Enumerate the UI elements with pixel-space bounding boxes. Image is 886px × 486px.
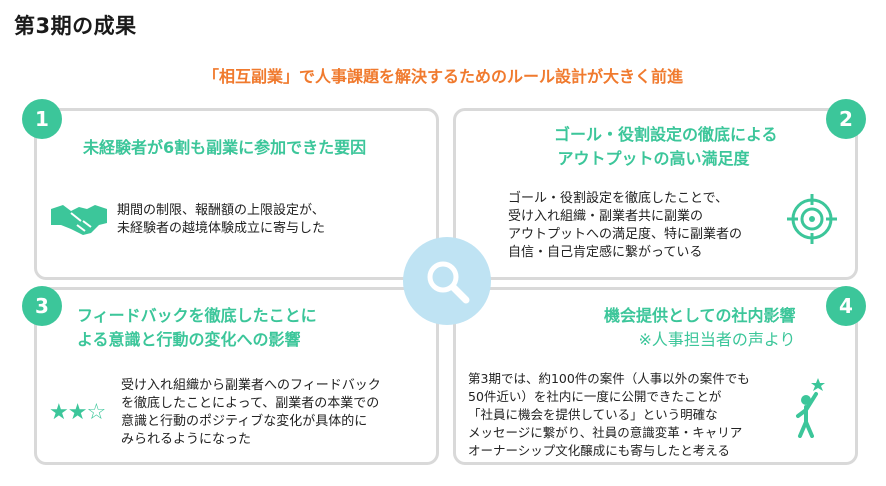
card-3-number-badge: 3 — [22, 286, 62, 326]
card-4-body-line: 「社員に機会を提供している」という明確な — [468, 407, 718, 422]
card-1-body: 期間の制限、報酬額の上限設定が、 未経験者の越境体験成立に寄与した — [117, 202, 325, 238]
card-3-body: 受け入れ組織から副業者へのフィードバック を徹底したことによって、副業者の本業で… — [121, 377, 381, 449]
card-4: 機会提供としての社内影響 ※人事担当者の声より 第3期では、約100件の案件（人… — [453, 287, 858, 465]
card-3-heading-line: よる意識と行動の変化への影響 — [77, 330, 301, 349]
card-4-heading: 機会提供としての社内影響 ※人事担当者の声より — [604, 304, 796, 352]
rating-stars-icon: ★★☆ — [49, 400, 106, 425]
card-3-body-line: みられるようになった — [121, 432, 252, 447]
card-3-heading-line: フィードバックを徹底したことに — [77, 306, 317, 325]
handshake-icon — [51, 205, 107, 235]
card-2: ゴール・役割設定の徹底による アウトプットの高い満足度 ゴール・役割設定を徹底し… — [453, 108, 858, 280]
card-4-number-badge: 4 — [826, 286, 866, 326]
card-1-heading: 未経験者が6割も副業に参加できた要因 — [83, 136, 366, 160]
card-4-body-line: 第3期では、約100件の案件（人事以外の案件でも — [468, 371, 750, 386]
card-4-heading-line: ※人事担当者の声より — [638, 330, 796, 349]
card-3-body-line: 意識と行動のポジティブな変化が具体的に — [121, 414, 368, 429]
card-1-body-line: 未経験者の越境体験成立に寄与した — [117, 221, 326, 236]
card-2-heading-line: アウトプットの高い満足度 — [557, 149, 750, 168]
card-2-heading: ゴール・役割設定の徹底による アウトプットの高い満足度 — [554, 123, 778, 171]
card-4-body-line: オーナーシップ文化醸成にも寄与したと考える — [468, 443, 730, 458]
card-3-heading: フィードバックを徹底したことに よる意識と行動の変化への影響 — [77, 304, 317, 352]
center-circle — [403, 237, 491, 325]
card-3-body-line: 受け入れ組織から副業者へのフィードバック — [121, 378, 381, 393]
card-2-body-line: ゴール・役割設定を徹底したことで、 — [508, 191, 729, 206]
card-4-body-line: 50件近い）を社内に一度に公開できたことが — [468, 389, 722, 404]
magnifier-icon — [427, 261, 470, 304]
card-3-body-line: を徹底したことによって、副業者の本業での — [121, 396, 380, 411]
card-4-body-line: メッセージに繋がり、社員の意識変革・キャリア — [468, 425, 743, 440]
card-2-number-badge: 2 — [826, 99, 866, 139]
card-1-number-badge: 1 — [22, 99, 62, 139]
card-1: 未経験者が6割も副業に参加できた要因 期間の制限、報酬額の上限設定が、 未経験者… — [34, 108, 439, 280]
person-reaching-star-icon — [796, 378, 825, 438]
card-2-body-line: 自信・自己肯定感に繋がっている — [508, 245, 703, 260]
card-2-heading-line: ゴール・役割設定の徹底による — [554, 125, 778, 144]
card-2-body-line: アウトプットへの満足度、特に副業者の — [508, 227, 743, 242]
card-4-heading-line: 機会提供としての社内影響 — [604, 306, 796, 325]
page-subtitle: 「相互副業」で人事課題を解決するためのルール設計が大きく前進 — [202, 67, 683, 86]
target-icon — [787, 194, 837, 244]
card-2-body-line: 受け入れ組織・副業者共に副業の — [508, 209, 704, 224]
card-4-body: 第3期では、約100件の案件（人事以外の案件でも 50件近い）を社内に一度に公開… — [468, 370, 750, 460]
card-3: フィードバックを徹底したことに よる意識と行動の変化への影響 ★★☆ 受け入れ組… — [34, 287, 439, 465]
page-title: 第3期の成果 — [14, 14, 137, 38]
card-1-heading-line: 未経験者が6割も副業に参加できた要因 — [83, 138, 367, 157]
card-1-body-line: 期間の制限、報酬額の上限設定が、 — [117, 203, 325, 218]
card-2-body: ゴール・役割設定を徹底したことで、 受け入れ組織・副業者共に副業の アウトプット… — [508, 190, 742, 262]
